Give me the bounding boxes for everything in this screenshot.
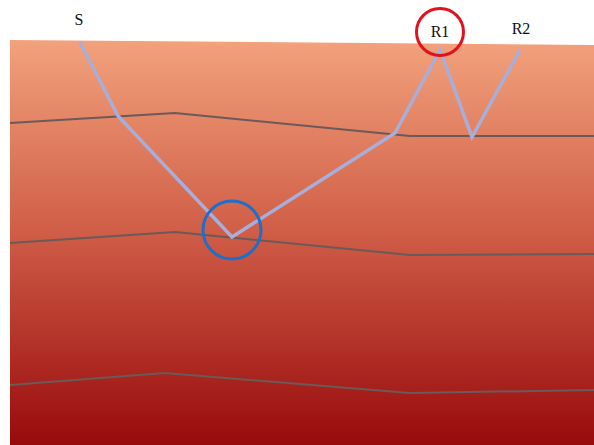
layer-boundary xyxy=(10,373,594,393)
receiver-label: R1 xyxy=(431,24,450,40)
layer-boundary xyxy=(10,113,594,136)
source-label: S xyxy=(75,12,84,28)
receiver-label: R2 xyxy=(512,21,531,37)
seismic-ray xyxy=(80,42,520,237)
highlight-circle: R1 xyxy=(415,7,465,57)
layer-boundary xyxy=(10,232,594,255)
reflection-point-circle xyxy=(203,201,261,259)
earth-ground xyxy=(10,40,594,445)
